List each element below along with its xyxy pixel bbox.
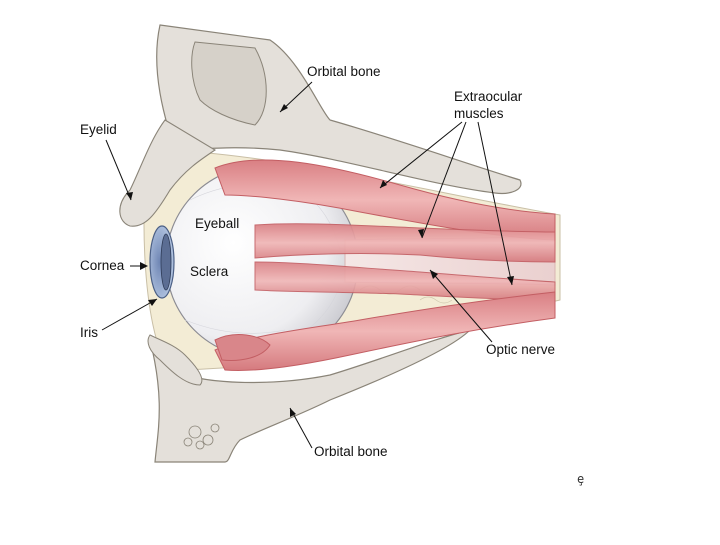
orbital-bone-top-cavity xyxy=(191,41,267,126)
extraocular-muscles xyxy=(214,159,556,371)
label-eyeball: Eyeball xyxy=(195,216,240,231)
leader-arrowheads xyxy=(126,104,514,417)
label-cornea: Cornea xyxy=(80,258,125,273)
corner-mark: ȩ xyxy=(577,472,585,486)
label-iris: Iris xyxy=(80,325,98,340)
label-orbital-bone-top: Orbital bone xyxy=(307,64,381,79)
orbital-bone-bottom-shape xyxy=(148,328,472,463)
medial-muscle xyxy=(254,223,556,263)
label-extraocular-muscles-line1: Extraocular xyxy=(454,89,523,104)
label-sclera: Sclera xyxy=(190,264,229,279)
upper-eyelid-shape xyxy=(119,119,217,227)
leader-lines xyxy=(101,81,513,449)
label-orbital-bone-bottom: Orbital bone xyxy=(314,444,388,459)
label-extraocular-muscles-line2: muscles xyxy=(454,106,504,121)
lower-eyelid-shape xyxy=(147,334,203,386)
oblique-muscle xyxy=(214,334,271,361)
inferior-muscle xyxy=(214,291,556,371)
label-eyelid: Eyelid xyxy=(80,122,117,137)
iris-shape xyxy=(160,233,172,291)
label-optic-nerve: Optic nerve xyxy=(486,342,556,357)
orbital-bone-bottom-texture xyxy=(183,423,220,450)
